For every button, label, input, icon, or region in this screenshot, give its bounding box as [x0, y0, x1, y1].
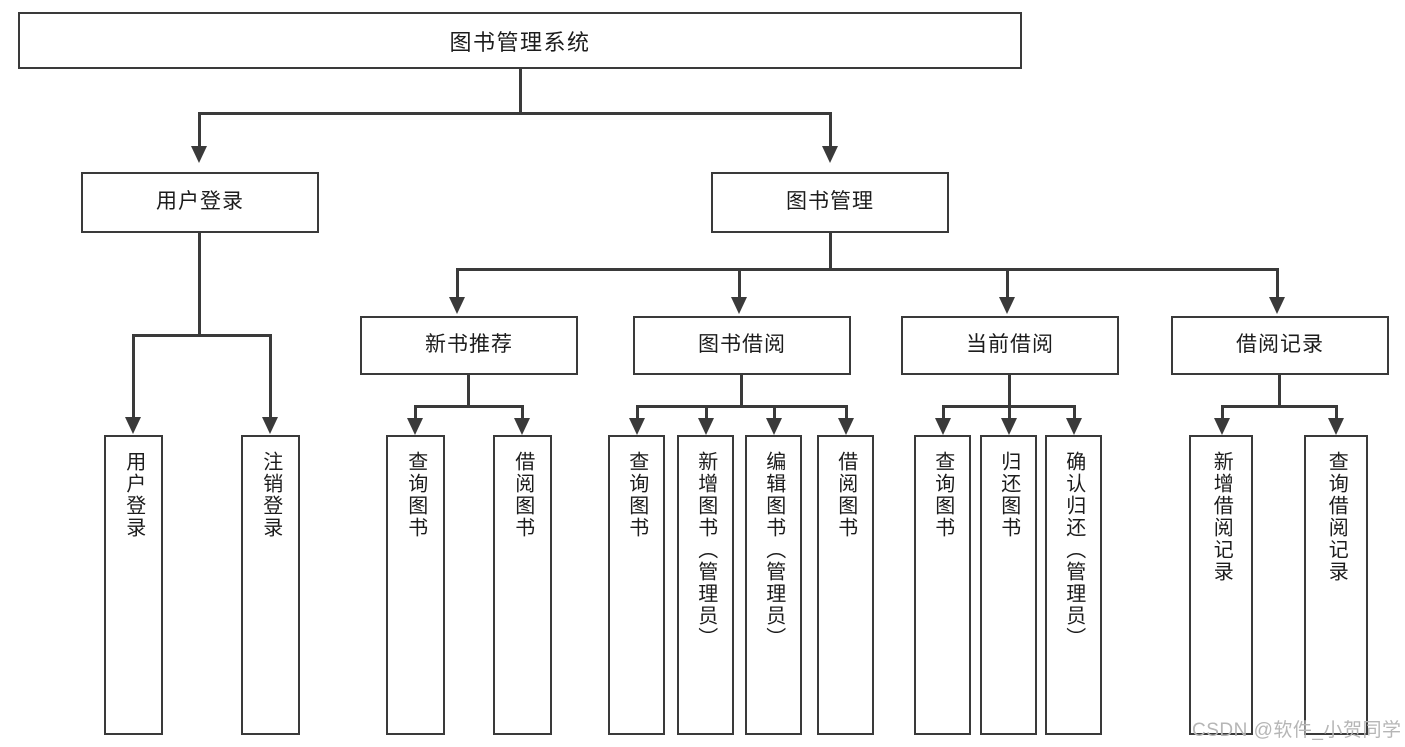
leaf-label: 借阅图书	[834, 451, 857, 539]
leaf-label: 确认归还（管理员）	[1062, 451, 1085, 649]
node-book-management[interactable]: 图书管理	[711, 172, 949, 233]
leaf-book-borrow-query[interactable]: 查询图书	[608, 435, 665, 735]
connector-new-book-bus	[414, 405, 524, 408]
connector-book-mgmt-to-new-book	[456, 268, 459, 300]
connector-book-borrow-leaf-4	[845, 405, 848, 421]
connector-new-book-leaf-1	[414, 405, 417, 421]
connector-borrow-record-stem	[1278, 375, 1281, 407]
leaf-label: 编辑图书（管理员）	[762, 451, 785, 649]
arrow-user-login-leaf-2-icon	[262, 417, 278, 434]
leaf-label: 借阅图书	[511, 451, 534, 539]
leaf-borrow-record-query[interactable]: 查询借阅记录	[1304, 435, 1368, 735]
csdn-watermark: CSDN @软件_小贺同学	[1192, 720, 1402, 741]
arrow-root-to-book-mgmt-icon	[822, 146, 838, 163]
connector-current-borrow-stem	[1008, 375, 1011, 407]
arrow-book-borrow-leaf-4-icon	[838, 418, 854, 435]
connector-root-to-user-login	[198, 112, 201, 149]
arrow-book-mgmt-to-new-book-icon	[449, 297, 465, 314]
leaf-label: 注销登录	[259, 451, 282, 539]
leaf-current-borrow-confirm-return[interactable]: 确认归还（管理员）	[1045, 435, 1102, 735]
leaf-user-login-logout[interactable]: 注销登录	[241, 435, 300, 735]
arrow-current-borrow-leaf-1-icon	[935, 418, 951, 435]
leaf-new-book-query[interactable]: 查询图书	[386, 435, 445, 735]
leaf-label: 新增图书（管理员）	[694, 451, 717, 649]
node-label: 图书管理	[786, 190, 874, 214]
connector-book-borrow-leaf-1	[636, 405, 639, 421]
connector-root-to-book-mgmt	[829, 112, 832, 149]
leaf-label: 新增借阅记录	[1210, 451, 1233, 583]
connector-root-stem	[519, 69, 522, 113]
connector-book-borrow-leaf-2	[705, 405, 708, 421]
arrow-root-to-user-login-icon	[191, 146, 207, 163]
leaf-new-book-borrow[interactable]: 借阅图书	[493, 435, 552, 735]
connector-borrow-record-bus	[1221, 405, 1338, 408]
arrow-book-mgmt-to-current-icon	[999, 297, 1015, 314]
connector-new-book-leaf-2	[521, 405, 524, 421]
arrow-current-borrow-leaf-3-icon	[1066, 418, 1082, 435]
leaf-current-borrow-query[interactable]: 查询图书	[914, 435, 971, 735]
arrow-book-borrow-leaf-3-icon	[766, 418, 782, 435]
leaf-book-borrow-add[interactable]: 新增图书（管理员）	[677, 435, 734, 735]
leaf-label: 查询借阅记录	[1325, 451, 1348, 583]
leaf-label: 查询图书	[404, 451, 427, 539]
leaf-book-borrow-borrow[interactable]: 借阅图书	[817, 435, 874, 735]
arrow-book-mgmt-to-borrow-icon	[731, 297, 747, 314]
leaf-user-login-login[interactable]: 用户登录	[104, 435, 163, 735]
connector-new-book-stem	[467, 375, 470, 407]
connector-book-mgmt-bus	[456, 268, 1279, 271]
arrow-new-book-leaf-1-icon	[407, 418, 423, 435]
leaf-label: 用户登录	[122, 451, 145, 539]
connector-book-borrow-bus	[636, 405, 848, 408]
leaf-label: 查询图书	[931, 451, 954, 539]
connector-current-borrow-leaf-1	[942, 405, 945, 421]
connector-current-borrow-bus	[942, 405, 1073, 408]
connector-user-login-leaf-1	[132, 334, 135, 420]
connector-book-borrow-leaf-3	[773, 405, 776, 421]
node-current-borrow[interactable]: 当前借阅	[901, 316, 1119, 375]
arrow-new-book-leaf-2-icon	[514, 418, 530, 435]
arrow-book-borrow-leaf-2-icon	[698, 418, 714, 435]
connector-root-bus	[198, 112, 832, 115]
connector-book-mgmt-to-borrow	[738, 268, 741, 300]
arrow-book-borrow-leaf-1-icon	[629, 418, 645, 435]
connector-book-borrow-stem	[740, 375, 743, 407]
node-new-book-recommend[interactable]: 新书推荐	[360, 316, 578, 375]
arrow-current-borrow-leaf-2-icon	[1001, 418, 1017, 435]
leaf-book-borrow-edit[interactable]: 编辑图书（管理员）	[745, 435, 802, 735]
node-book-borrow[interactable]: 图书借阅	[633, 316, 851, 375]
connector-user-login-bus	[132, 334, 271, 337]
node-label: 借阅记录	[1236, 333, 1324, 357]
leaf-current-borrow-return[interactable]: 归还图书	[980, 435, 1037, 735]
connector-book-mgmt-to-record	[1276, 268, 1279, 300]
arrow-user-login-leaf-1-icon	[125, 417, 141, 434]
arrow-borrow-record-leaf-1-icon	[1214, 418, 1230, 435]
node-label: 图书借阅	[698, 333, 786, 357]
node-label: 用户登录	[156, 190, 244, 214]
connector-book-mgmt-stem	[829, 233, 832, 271]
connector-current-borrow-leaf-3	[1073, 405, 1076, 421]
node-label: 当前借阅	[966, 333, 1054, 357]
leaf-label: 查询图书	[625, 451, 648, 539]
node-borrow-record[interactable]: 借阅记录	[1171, 316, 1389, 375]
arrow-borrow-record-leaf-2-icon	[1328, 418, 1344, 435]
node-user-login[interactable]: 用户登录	[81, 172, 319, 233]
connector-user-login-stem	[198, 233, 201, 336]
arrow-book-mgmt-to-record-icon	[1269, 297, 1285, 314]
node-label: 新书推荐	[425, 333, 513, 357]
leaf-label: 归还图书	[997, 451, 1020, 539]
connector-borrow-record-leaf-1	[1221, 405, 1224, 421]
node-label: 图书管理系统	[449, 29, 591, 55]
connector-user-login-leaf-2	[269, 334, 272, 420]
leaf-borrow-record-add[interactable]: 新增借阅记录	[1189, 435, 1253, 735]
connector-current-borrow-leaf-2	[1008, 405, 1011, 421]
connector-book-mgmt-to-current	[1006, 268, 1009, 300]
connector-borrow-record-leaf-2	[1335, 405, 1338, 421]
node-root-system[interactable]: 图书管理系统	[18, 12, 1022, 69]
